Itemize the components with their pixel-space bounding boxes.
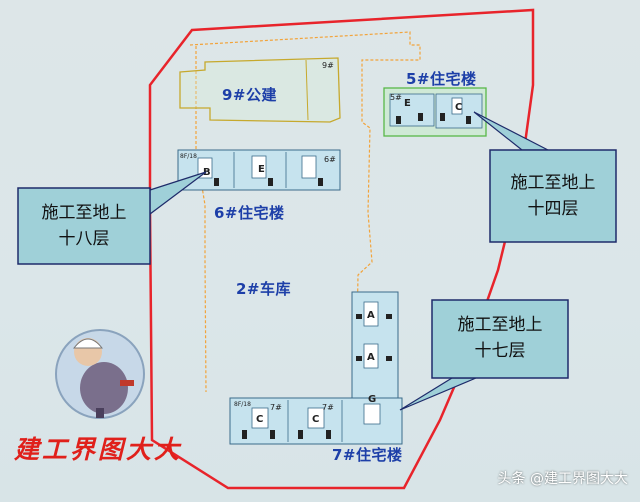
building-5-mark-2 (418, 113, 423, 121)
building-7-mark-2 (270, 430, 275, 439)
b6-top-left: 8F/18 (180, 153, 197, 160)
building-5-mark-1 (396, 116, 401, 124)
b9-code: 9# (322, 61, 334, 70)
east-wing-core-1 (363, 301, 379, 327)
callout-left-line1: 施工至地上 (41, 203, 127, 223)
mascot-body (80, 362, 128, 414)
callout-left-box (17, 187, 151, 265)
building-7 (229, 397, 403, 445)
label-building-9: 9#公建 (222, 86, 278, 104)
b5-code: 5# (390, 93, 402, 102)
callout-right-bottom-line1: 施工至地上 (457, 315, 543, 335)
callout-right-bottom-line2: 十七层 (474, 341, 526, 361)
callout-right-top-text: 施工至地上 十四层 (490, 170, 616, 222)
building-6-core-3 (301, 155, 317, 179)
mascot-avatar (55, 329, 145, 419)
b7-code-a: 7# (270, 403, 282, 412)
unit-g-7: G (368, 394, 376, 405)
building-5-core (451, 97, 463, 115)
callout-right-top (473, 111, 617, 243)
building-5 (383, 87, 487, 137)
brand-signature: 建工界图大大 (14, 435, 183, 464)
callout-left-line2: 十八层 (58, 229, 110, 249)
unit-c-7a: C (256, 414, 263, 425)
callout-left-text: 施工至地上 十八层 (18, 200, 150, 252)
unit-a-2: A (367, 352, 375, 363)
building-5-mark-4 (466, 116, 471, 124)
building-6-mark-3 (318, 178, 323, 186)
building-7-mark-4 (326, 430, 331, 439)
mascot-helmet (72, 338, 104, 349)
east-wing-mark-3 (356, 356, 362, 361)
watermark: 头条 @建工界图大大 (497, 471, 628, 487)
callout-left (17, 171, 207, 265)
unit-a-1: A (367, 310, 375, 321)
callout-right-bottom (399, 299, 569, 411)
building-6 (177, 149, 341, 191)
mascot-arm (120, 380, 134, 386)
unit-e-5: E (404, 98, 411, 109)
east-wing-mark-4 (386, 356, 392, 361)
mascot-leg (96, 408, 104, 418)
building-7-core-3 (363, 403, 381, 425)
building-7-mark-1 (242, 430, 247, 439)
building-6-mark-1 (214, 178, 219, 186)
unit-c-7b: C (312, 414, 319, 425)
building-7-core-1 (251, 407, 269, 429)
building-6-core-2 (251, 155, 267, 179)
building-7-core-2 (307, 407, 325, 429)
label-building-6: 6#住宅楼 (214, 204, 285, 222)
building-9-outline (179, 57, 341, 123)
callout-right-bottom-text: 施工至地上 十七层 (432, 312, 568, 364)
callout-right-bottom-pointer (399, 377, 477, 411)
east-wing-mark-1 (356, 314, 362, 319)
label-garage-2: 2#车库 (236, 280, 292, 298)
callout-right-top-box (489, 149, 617, 243)
unit-e-9: E (258, 164, 265, 175)
label-building-5: 5#住宅楼 (406, 70, 477, 88)
building-7-mark-3 (298, 430, 303, 439)
b6-code: 6# (324, 155, 336, 164)
label-building-7: 7#住宅楼 (332, 446, 403, 464)
b7-code-b: 7# (322, 403, 334, 412)
callout-right-top-line2: 十四层 (527, 199, 579, 219)
building-7-east-wing (351, 291, 399, 403)
building-9-divider (305, 59, 309, 121)
inner-road-line (189, 31, 421, 386)
east-wing-mark-2 (386, 314, 392, 319)
unit-b-6: B (203, 167, 211, 178)
callout-right-bottom-box (431, 299, 569, 379)
east-wing-core-2 (363, 343, 379, 369)
b7-top-left: 8F/18 (234, 401, 251, 408)
building-5-mark-3 (440, 113, 445, 121)
building-6-mark-2 (268, 178, 273, 186)
unit-c-5: C (455, 102, 462, 113)
building-5-unit-left (389, 93, 435, 127)
callout-right-top-line1: 施工至地上 (510, 173, 596, 193)
